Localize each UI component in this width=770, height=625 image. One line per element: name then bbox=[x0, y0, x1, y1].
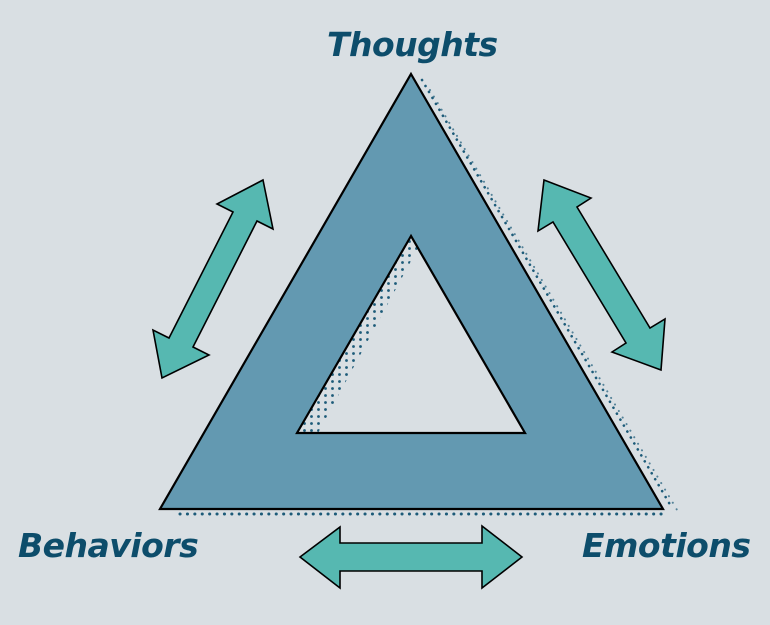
inner-triangle bbox=[295, 233, 527, 435]
triangle-dotted-shadow bbox=[178, 78, 681, 516]
arrow-thoughts-emotions[interactable] bbox=[537, 178, 666, 372]
label-thoughts: Thoughts bbox=[327, 25, 498, 64]
outer-triangle bbox=[160, 74, 663, 509]
label-behaviors: Behaviors bbox=[18, 526, 199, 565]
outer-triangle-outline bbox=[158, 71, 665, 511]
arrow-behaviors-emotions[interactable] bbox=[298, 524, 524, 590]
arrow-thoughts-behaviors[interactable] bbox=[151, 178, 275, 380]
inner-dotted-band bbox=[297, 236, 418, 433]
label-emotions: Emotions bbox=[582, 526, 751, 565]
